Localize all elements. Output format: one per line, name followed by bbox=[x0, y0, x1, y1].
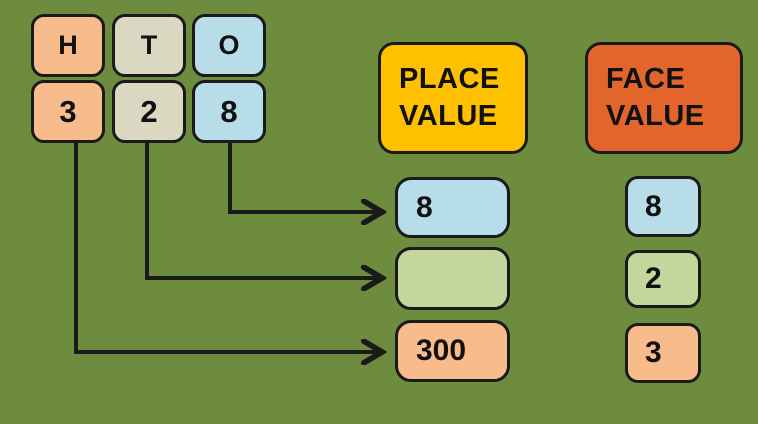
place-value-result-ones: 8 bbox=[395, 177, 510, 238]
place-value-result-hundreds: 300 bbox=[395, 320, 510, 382]
place-value-result-tens bbox=[395, 247, 510, 310]
face-value-header-line2: VALUE bbox=[606, 100, 705, 132]
column-header-tens: T bbox=[112, 14, 186, 77]
column-header-ones: O bbox=[192, 14, 266, 77]
column-header-hundreds: H bbox=[31, 14, 105, 77]
digit-ones: 8 bbox=[192, 80, 266, 143]
digit-hundreds: 3 bbox=[31, 80, 105, 143]
connector-ones bbox=[228, 140, 380, 212]
place-value-header: PLACE VALUE bbox=[378, 42, 528, 154]
place-value-header-line1: PLACE bbox=[399, 63, 500, 95]
connector-tens bbox=[145, 140, 380, 278]
face-value-result-hundreds: 3 bbox=[625, 323, 701, 383]
connector-hundreds bbox=[74, 140, 380, 352]
face-value-result-ones: 8 bbox=[625, 176, 701, 237]
face-value-result-tens: 2 bbox=[625, 250, 701, 308]
face-value-header: FACE VALUE bbox=[585, 42, 743, 154]
place-value-header-line2: VALUE bbox=[399, 100, 498, 132]
digit-tens: 2 bbox=[112, 80, 186, 143]
face-value-header-line1: FACE bbox=[606, 63, 686, 95]
